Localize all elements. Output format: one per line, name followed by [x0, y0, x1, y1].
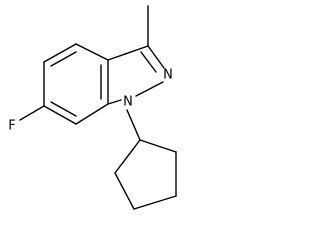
- bond-cp5-cp1: [114, 139, 141, 174]
- cyclopentyl-ring: [114, 139, 177, 210]
- chemical-structure: F N N: [8, 5, 177, 210]
- double-bond-c3-n2: [140, 51, 157, 73]
- double-bond-c4-c5: [50, 51, 77, 67]
- bond-c3a-c4: [75, 43, 109, 61]
- bond-cp3-cp4: [133, 195, 177, 210]
- pyrazole-ring: [107, 45, 165, 105]
- fluorine-label: F: [8, 119, 15, 134]
- bond-c3a-c3: [107, 45, 149, 61]
- n2-label: N: [163, 68, 173, 83]
- fluorine-bond: [19, 105, 45, 121]
- bond-cp4-cp5: [114, 172, 135, 210]
- double-bond-c6-c7: [50, 101, 77, 117]
- bond-n1-c7a: [107, 99, 122, 105]
- n1-cyclopentyl-bond: [126, 109, 141, 141]
- bond-c7-c7a: [75, 103, 109, 125]
- bond-c3-n2: [147, 45, 165, 69]
- bond-cp1-cp2: [139, 139, 177, 153]
- bond-c6-c7: [43, 105, 77, 125]
- bond-c4-c5: [43, 43, 77, 63]
- n1-label: N: [123, 95, 133, 110]
- bond-n2-n1: [135, 81, 164, 97]
- benzene-ring: [43, 43, 109, 125]
